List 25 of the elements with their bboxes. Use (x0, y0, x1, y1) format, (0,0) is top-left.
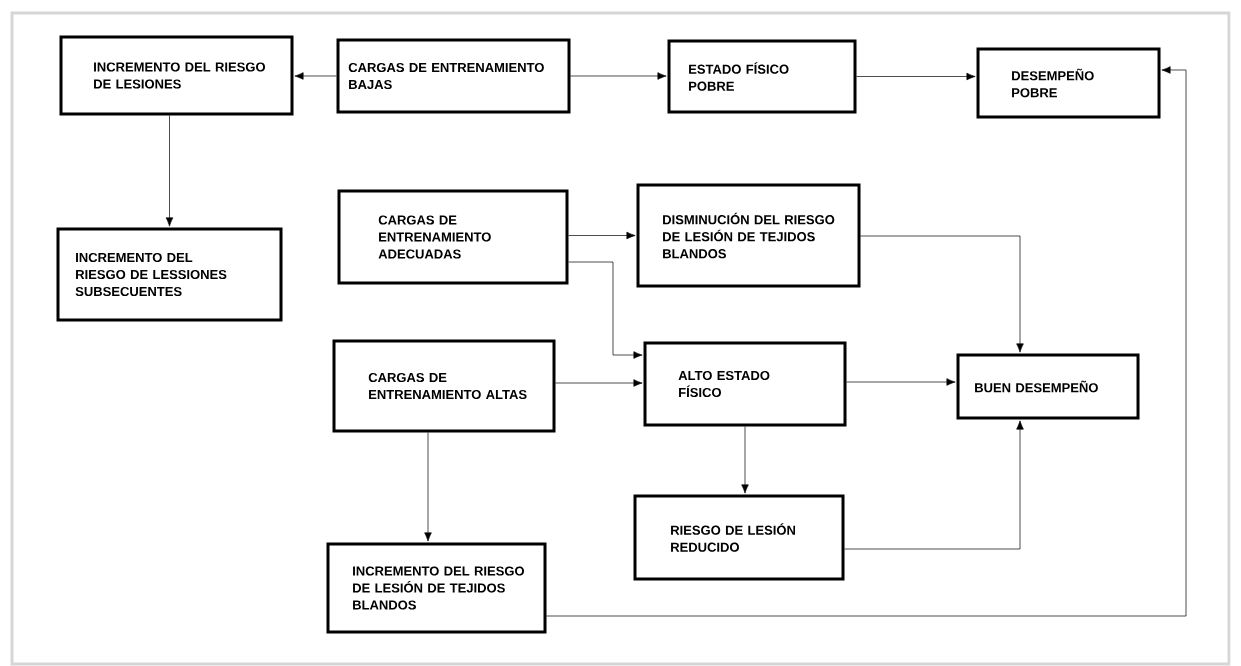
process-box: ESTADO FÍSICO POBRE (667, 39, 857, 114)
arrow (165, 115, 174, 227)
process-box: INCREMENTO DEL RIESGO DE LESIÓN DE TEJIDOS BLANDOS (326, 542, 547, 634)
arrow (856, 72, 976, 81)
process-box: CARGAS DE ENTRENAMIENTO ADECUADAS (337, 189, 569, 285)
arrow (570, 72, 667, 80)
arrow (844, 420, 1024, 550)
process-box: CARGAS DE ENTRENAMIENTO ALTAS (332, 339, 556, 433)
process-box: INCREMENTO DEL RIESGO DE LESSIONES SUBSECUENTES (56, 227, 283, 322)
arrow (546, 66, 1187, 617)
arrow (555, 379, 643, 387)
process-box: INCREMENTO DEL RIESGO DE LESIONES (59, 35, 294, 116)
arrow (741, 426, 749, 494)
arrow (568, 261, 643, 359)
process-box: RIESGO DE LESIÓN REDUCIDO (633, 494, 845, 581)
process-box: CARGAS DE ENTRENAMIENTO BAJAS (336, 38, 571, 114)
process-box: DESEMPEÑO POBRE (976, 47, 1161, 119)
arrow (568, 231, 636, 240)
process-box: BUEN DESEMPEÑO (956, 353, 1140, 420)
arrow (860, 235, 1024, 353)
arrow (424, 432, 432, 542)
process-box: ALTO ESTADO FÍSICO (643, 341, 847, 427)
arrow (846, 378, 956, 386)
arrow (294, 72, 337, 80)
process-box: DISMINUCIÓN DEL RIESGO DE LESIÓN DE TEJIDOS BLANDOS (636, 183, 861, 288)
